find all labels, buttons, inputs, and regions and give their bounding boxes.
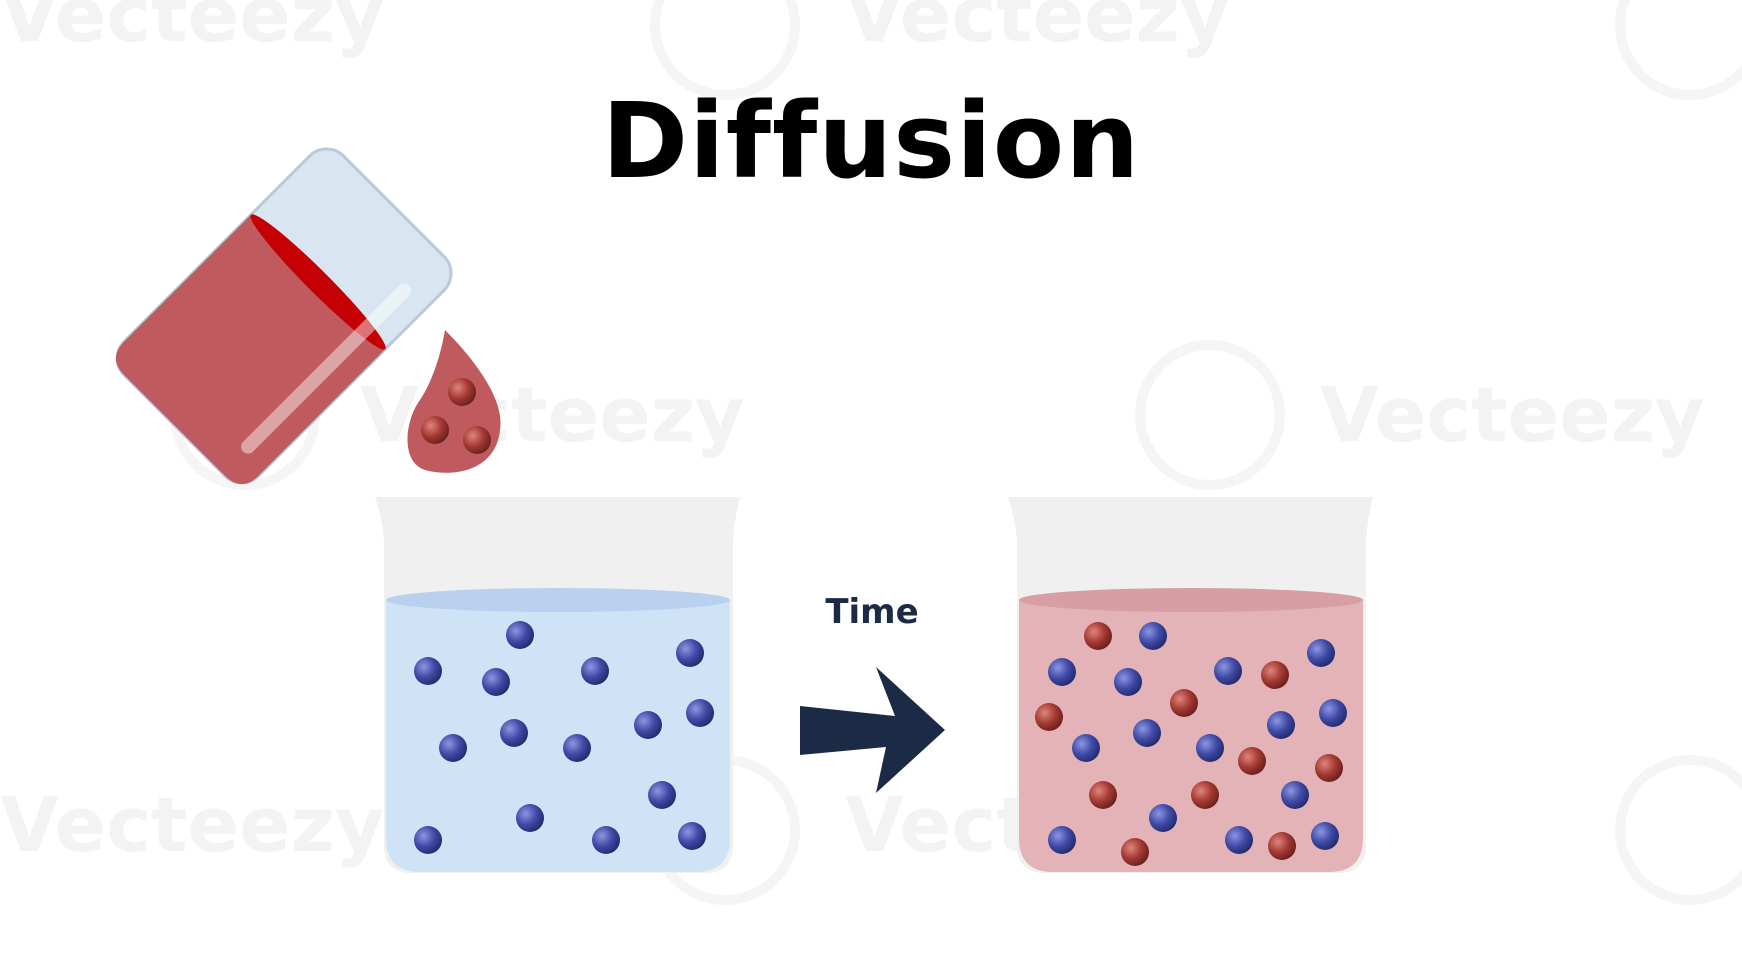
solvent-particle <box>1048 826 1076 854</box>
solvent-particle <box>678 822 706 850</box>
solute-particle <box>463 426 491 454</box>
solvent-particle <box>648 781 676 809</box>
solute-particle <box>1268 832 1296 860</box>
solute-particle <box>1261 661 1289 689</box>
solute-particle <box>421 416 449 444</box>
solvent-particle <box>1319 699 1347 727</box>
solvent-particle <box>516 804 544 832</box>
solute-particle <box>1121 838 1149 866</box>
watermark-text: Vecteezy <box>0 0 385 59</box>
solvent-particle <box>414 826 442 854</box>
solvent-particle <box>592 826 620 854</box>
solvent-particle <box>1114 668 1142 696</box>
solute-particle <box>1084 622 1112 650</box>
mixed-particles-after <box>1035 622 1347 866</box>
time-arrow <box>800 667 945 793</box>
solvent-particle <box>676 639 704 667</box>
solvent-particle <box>563 734 591 762</box>
beaker-after-solution-surface <box>1019 588 1363 612</box>
solute-particle <box>1089 781 1117 809</box>
solute-particle <box>448 378 476 406</box>
solvent-particle <box>1225 826 1253 854</box>
solute-particle <box>1035 703 1063 731</box>
solvent-particle <box>1307 639 1335 667</box>
solvent-particle <box>1149 804 1177 832</box>
solvent-particle <box>1072 734 1100 762</box>
watermark-text: Vecteezy <box>1320 370 1705 459</box>
solvent-particle <box>1133 719 1161 747</box>
solvent-particle <box>506 621 534 649</box>
solvent-particle <box>1214 657 1242 685</box>
solute-particle <box>1191 781 1219 809</box>
solvent-particle <box>482 668 510 696</box>
pouring-liquid-surface <box>250 214 386 350</box>
beaker-before-water <box>386 600 730 872</box>
page-title: Diffusion <box>601 80 1141 202</box>
glass-reflection <box>241 283 412 454</box>
watermark-text: Vecteezy <box>0 780 385 869</box>
solvent-particle <box>581 657 609 685</box>
solute-particle <box>1315 754 1343 782</box>
solvent-particle <box>1267 711 1295 739</box>
solvent-particle <box>1139 622 1167 650</box>
solvent-particle <box>634 711 662 739</box>
solute-particle <box>1238 747 1266 775</box>
solvent-particle <box>1196 734 1224 762</box>
beaker-before-water-surface <box>386 588 730 612</box>
time-label: Time <box>825 592 919 632</box>
solvent-particle <box>414 657 442 685</box>
solvent-particle <box>686 699 714 727</box>
solvent-particles-before <box>414 621 714 854</box>
solute-particle <box>1170 689 1198 717</box>
solvent-particle <box>1311 822 1339 850</box>
solvent-particle <box>500 719 528 747</box>
solvent-particle <box>1048 658 1076 686</box>
solvent-particle <box>439 734 467 762</box>
solvent-particle <box>1281 781 1309 809</box>
beaker-before <box>375 497 740 873</box>
watermark-text: Vecteezy <box>845 0 1230 59</box>
pouring-beaker <box>115 147 453 485</box>
